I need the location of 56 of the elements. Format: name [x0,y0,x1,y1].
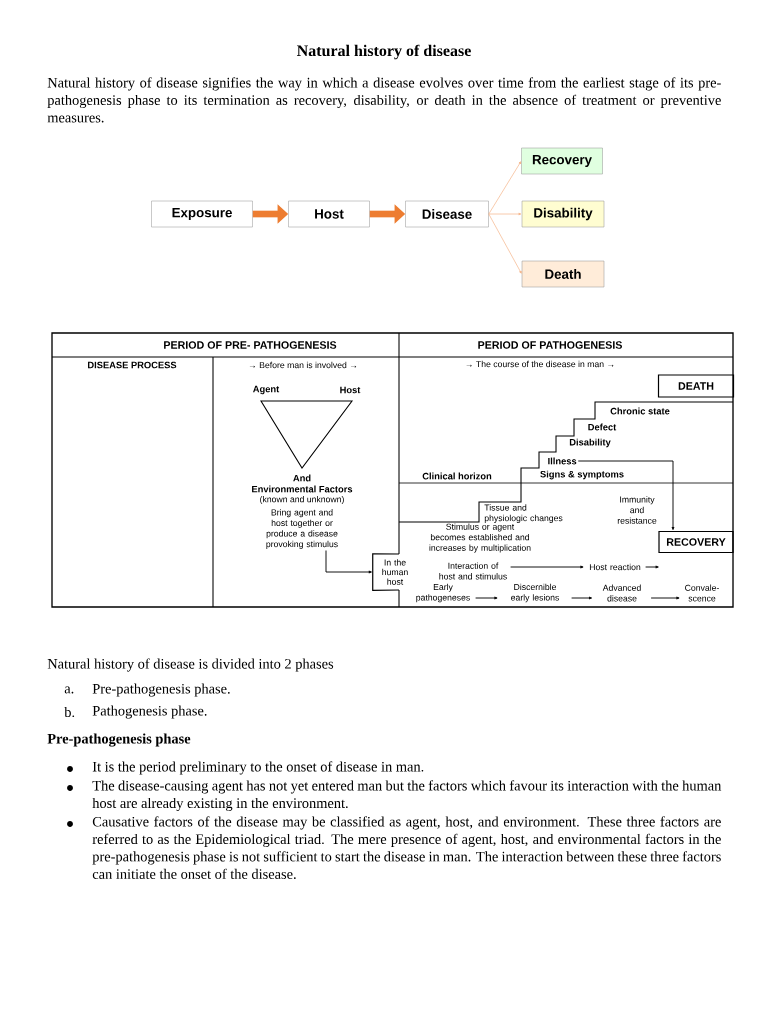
arrow [488,161,522,215]
step-label: Signs & symptoms [540,470,624,480]
arrow [650,596,680,600]
phase-note: → The course of the disease in man → [466,360,614,368]
stage-text: Advanced disease [602,584,641,602]
flow-box: Exposure [151,200,253,228]
column-heading: PERIOD OF PATHOGENESIS [478,341,622,349]
stage-text: Early pathogeneses [416,583,470,603]
arrow [510,565,584,569]
list-marker: a. [64,686,74,694]
flow-box: Disability [521,200,605,228]
triangle-label: Environmental Factors [252,485,353,493]
list-item: It is the period preliminary to the onset of disease in man. [92,761,424,775]
triangle-label: Agent [253,385,280,395]
flow-box: Disease [405,200,489,228]
text-label: (known and unknown) [260,496,344,505]
arrow [475,596,498,600]
text-label: Immunity and resistance [617,496,657,524]
stage-text: Interaction of host and stimulus [439,562,507,580]
phase-note: → Before man is involved → [249,361,357,369]
list-marker: b. [64,706,75,718]
stage-text: Host reaction [589,563,641,571]
list-item: The disease-causing agent has not yet entered man but the factors which favour its interaction with the human host are already existing in the environment. [92,780,722,811]
triangle-label: Host [340,386,361,394]
step-label: Illness [548,457,577,465]
text-label: Stimulus or agent becomes established and increases by multiplication [429,523,531,553]
process-text: Bring agent and host together or produce a disease provoking stimulus [266,509,338,549]
list-item: Pre-pathogenesis phase. [92,683,230,697]
text-label: Tissue and physiologic changes [484,504,563,523]
column-heading: PERIOD OF PRE- PATHOGENESIS [164,341,337,349]
arrow [488,212,522,216]
step-label: Disability [569,438,611,448]
stage-text: Convale- scence [685,584,719,602]
list-item: Pathogenesis phase. [92,705,207,719]
paragraph: Natural history of disease signifies the way in which a disease evolves over time from the earliest stage of its pre-pathogenesis phase to its termination as recovery, disability, or death in the absence of treatment or preventive measures. [47,77,721,123]
flow-box: Death [521,260,605,288]
horizon-label: Clinical horizon [422,472,492,480]
flow-box: Recovery [521,147,603,175]
outcome-box: DEATH [657,374,735,398]
arrow [577,460,675,531]
step-label: Defect [588,423,617,431]
stage-text: Discernible early lesions [511,583,559,603]
step-label: Chronic state [610,407,670,415]
title: Natural history of disease [297,44,471,60]
arrow [325,550,372,574]
triangle-label: And [293,474,311,482]
text-line: Natural history of disease is divided into 2 phases [47,658,334,672]
flow-box: Host [288,200,370,228]
arrow [645,565,659,569]
arrow [571,596,593,600]
list-item: Causative factors of the disease may be classified as agent, host, and environment. These three factors are referred to as the Epidemiological triad. The mere presence of agent, host, and environmental factors in the pre-pathogenesis phase is not sufficient to start the disease in man. The interaction between these three factors can initiate the onset of the disease. [92,816,721,879]
arrow [488,213,522,274]
row-label: DISEASE PROCESS [88,361,177,369]
section-heading: Pre-pathogenesis phase [47,733,191,747]
outcome-box: RECOVERY [658,530,734,554]
bracket-box: In the human host [372,553,408,591]
